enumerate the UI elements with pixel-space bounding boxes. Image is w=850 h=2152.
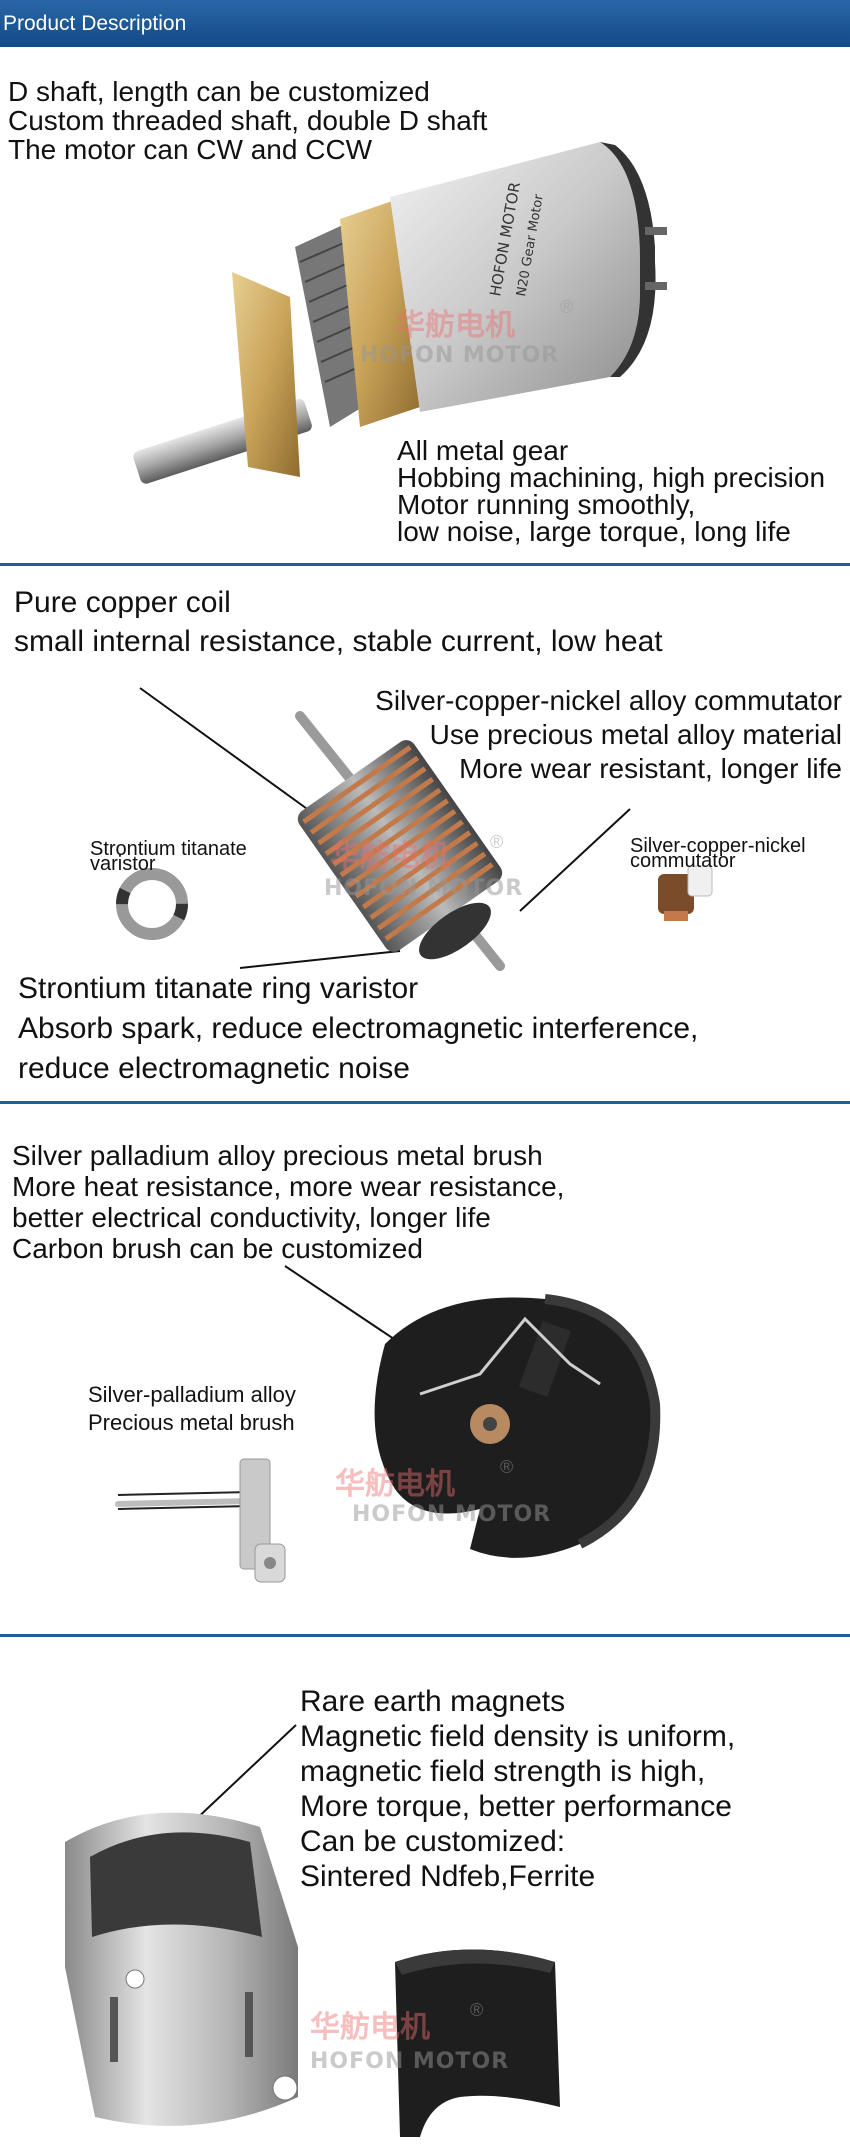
brush-image: [115, 1265, 661, 1583]
section-header: Product Description: [0, 0, 850, 47]
watermark-reg: ®: [470, 2000, 484, 2020]
gear-text-2: Hobbing machining, high precision: [397, 462, 826, 493]
section-divider: [0, 1101, 850, 1104]
magnet-text-2: Magnetic field density is uniform,: [300, 1720, 736, 1753]
brush-text-1: Silver palladium alloy precious metal br…: [12, 1140, 543, 1171]
gear-motor-image: HOFON MOTOR N20 Gear Motor: [133, 142, 667, 484]
varistor-title: Strontium titanate ring varistor: [18, 972, 419, 1005]
magnet-image: [65, 1724, 560, 2137]
magnet-text-1: Rare earth magnets: [300, 1685, 566, 1718]
header-title: Product Description: [3, 12, 187, 35]
watermark-en: HOFON MOTOR: [324, 876, 524, 901]
watermark-reg: ®: [560, 297, 574, 317]
varistor-desc-1: Absorb spark, reduce electromagnetic int…: [18, 1012, 699, 1045]
brush-label-2: Precious metal brush: [88, 1410, 295, 1435]
commutator-label-2: commutator: [630, 850, 736, 872]
commutator-text-1: Silver-copper-nickel alloy commutator: [375, 685, 842, 716]
watermark-cn: 华舫电机: [310, 2010, 430, 2045]
watermark-reg: ®: [500, 1457, 514, 1477]
shaft-text-2: Custom threaded shaft, double D shaft: [8, 105, 488, 136]
brush-label-1: Silver-palladium alloy: [88, 1382, 296, 1407]
commutator-text-2: Use precious metal alloy material: [429, 719, 842, 750]
section-gear-motor: D shaft, length can be customized Custom…: [0, 47, 850, 564]
watermark-cn: 华舫电机: [395, 308, 515, 343]
shaft-text-1: D shaft, length can be customized: [8, 76, 430, 107]
gear-text-3: Motor running smoothly,: [397, 489, 696, 520]
varistor-desc-2: reduce electromagnetic noise: [18, 1052, 410, 1085]
watermark-cn: 华舫电机: [330, 839, 450, 874]
varistor-label-2: varistor: [90, 853, 156, 875]
shaft-text-3: The motor can CW and CCW: [8, 134, 373, 165]
brush-text-3: better electrical conductivity, longer l…: [12, 1202, 491, 1233]
coil-title: Pure copper coil: [14, 586, 231, 619]
magnet-text-6: Sintered Ndfeb,Ferrite: [300, 1860, 596, 1893]
coil-desc: small internal resistance, stable curren…: [14, 625, 663, 658]
section-magnets: Rare earth magnets Magnetic field densit…: [0, 1637, 850, 2152]
section-brush: Silver palladium alloy precious metal br…: [0, 1104, 850, 1634]
gear-text-4: low noise, large torque, long life: [397, 516, 791, 547]
watermark-en: HOFON MOTOR: [352, 1502, 552, 1527]
varistor-label-1: Strontium titanate: [90, 838, 247, 860]
magnet-text-4: More torque, better performance: [300, 1790, 732, 1823]
section-rotor: Pure copper coil small internal resistan…: [0, 566, 850, 1101]
watermark-cn: 华舫电机: [335, 1467, 455, 1502]
magnet-text-5: Can be customized:: [300, 1825, 566, 1858]
gear-text-1: All metal gear: [397, 435, 569, 466]
magnet-text-3: magnetic field strength is high,: [300, 1755, 706, 1788]
watermark-en: HOFON MOTOR: [360, 343, 560, 368]
brush-text-2: More heat resistance, more wear resistan…: [12, 1171, 565, 1202]
section-divider: [0, 1634, 850, 1637]
section-divider: [0, 563, 850, 566]
commutator-text-3: More wear resistant, longer life: [459, 753, 842, 784]
rotor-image: [116, 687, 713, 971]
brush-text-4: Carbon brush can be customized: [12, 1233, 423, 1264]
watermark-en: HOFON MOTOR: [310, 2049, 510, 2074]
commutator-label-1: Silver-copper-nickel: [630, 835, 806, 857]
watermark-reg: ®: [490, 832, 504, 852]
